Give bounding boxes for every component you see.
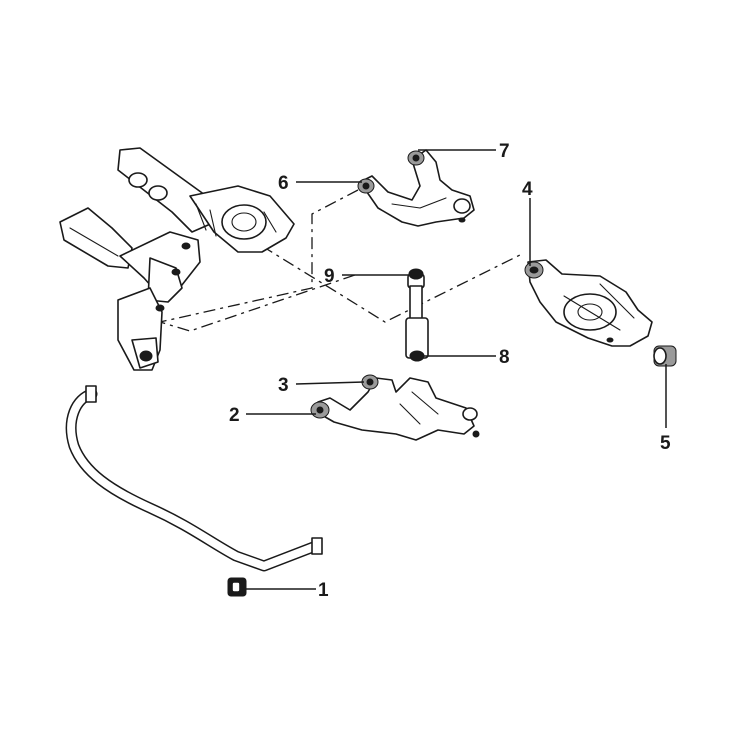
- callout-9: 9: [324, 266, 335, 287]
- lower-control-arm: [524, 259, 653, 347]
- callout-6: 6: [278, 173, 289, 194]
- upper-control-arm: [357, 149, 475, 227]
- lower-arm-assembly: [310, 374, 480, 441]
- callout-5: 5: [660, 433, 671, 454]
- leader-lines: [246, 149, 667, 590]
- bushing-5: [653, 345, 677, 367]
- callout-7: 7: [499, 141, 510, 162]
- callout-4: 4: [522, 179, 533, 200]
- callout-3: 3: [278, 375, 289, 396]
- rear-subframe: [59, 147, 295, 371]
- callout-2: 2: [229, 405, 240, 426]
- stabilizer-bar: [65, 385, 323, 572]
- shock-absorber: [405, 268, 429, 362]
- stabilizer-bushing-1: [227, 577, 247, 597]
- assembly-lines: [157, 189, 523, 332]
- callout-8: 8: [499, 347, 510, 368]
- callout-1: 1: [318, 580, 329, 601]
